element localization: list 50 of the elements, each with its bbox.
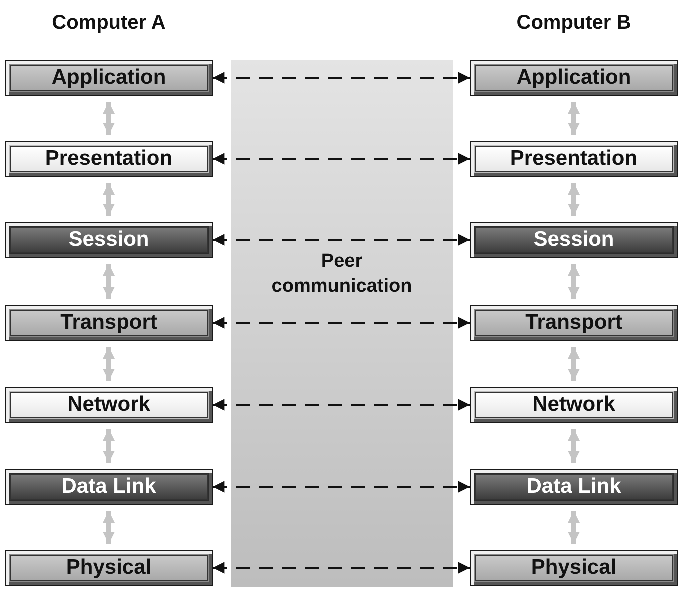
- arrow: [568, 347, 580, 381]
- layer-box: [5, 305, 213, 341]
- arrow: [568, 264, 580, 299]
- layer-label: Physical: [66, 556, 152, 580]
- arrow: [103, 264, 115, 299]
- layer-box: [5, 141, 213, 177]
- layer-label: Network: [68, 393, 150, 417]
- layer-box: [470, 305, 678, 341]
- layer-box: [470, 550, 678, 586]
- arrow: [568, 429, 580, 463]
- layer-label: Session: [534, 228, 614, 252]
- arrow: [103, 347, 115, 381]
- layer-label: Session: [68, 228, 150, 252]
- layer-box: [5, 469, 213, 505]
- layer-box: [470, 387, 678, 423]
- layer-label: Transport: [60, 311, 158, 335]
- layer-label: Presentation: [45, 147, 173, 171]
- layer-box: [470, 222, 678, 258]
- dashed-arrow: [213, 481, 470, 493]
- layer-box: [470, 60, 678, 96]
- layer-box: [5, 60, 213, 96]
- arrow: [103, 511, 115, 544]
- layer-box: [470, 141, 678, 177]
- arrow: [568, 511, 580, 544]
- arrow: [103, 429, 115, 463]
- layer-label: Physical: [531, 556, 617, 580]
- arrow: [568, 102, 580, 135]
- layer-box: [5, 387, 213, 423]
- layer-label: Transport: [526, 311, 622, 335]
- layer-label: Network: [532, 393, 616, 417]
- layer-label: Application: [516, 66, 632, 90]
- arrow: [568, 183, 580, 216]
- arrow: [103, 183, 115, 216]
- band-label: Peer communication: [270, 250, 414, 299]
- layer-label: Application: [52, 66, 166, 90]
- dashed-arrow: [213, 153, 470, 165]
- layer-box: [470, 469, 678, 505]
- layer-label: Data Link: [526, 475, 622, 499]
- layer-box: [5, 222, 213, 258]
- dashed-arrow: [213, 562, 470, 574]
- arrow: [103, 102, 115, 135]
- dashed-arrow: [213, 72, 470, 84]
- layer-label: Data Link: [62, 475, 156, 499]
- layer-box: [5, 550, 213, 586]
- dashed-arrow: [213, 317, 470, 329]
- column-heading: Computer A: [51, 12, 167, 35]
- column-heading: Computer B: [516, 12, 632, 35]
- dashed-arrow: [213, 399, 470, 411]
- dashed-arrow: [213, 234, 470, 246]
- layer-label: Presentation: [510, 147, 638, 171]
